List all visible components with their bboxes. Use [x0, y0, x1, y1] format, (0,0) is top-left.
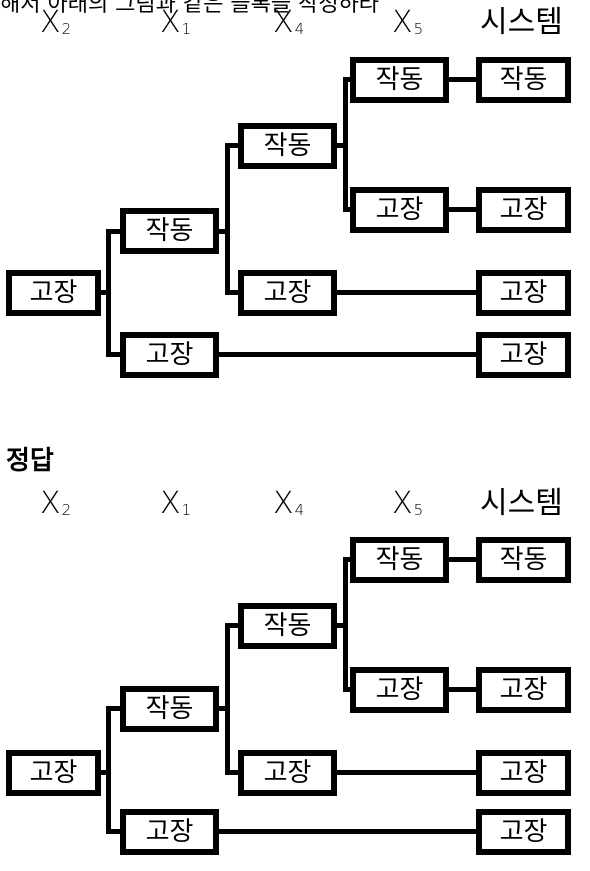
connector: [106, 706, 124, 711]
connector: [214, 829, 481, 834]
connector: [225, 623, 230, 775]
connector: [225, 143, 243, 148]
connector: [214, 229, 227, 234]
connector: [106, 706, 111, 834]
system-state-box: 고장: [476, 667, 571, 713]
connector: [214, 706, 227, 711]
x5-state-box: 고장: [350, 187, 449, 233]
col-header-x2: X2: [40, 5, 72, 40]
question-text-cutoff: 해서 아래의 그림과 같은 블록을 작성하라: [0, 0, 380, 17]
system-state-box: 고장: [476, 270, 571, 316]
connector: [332, 143, 345, 148]
col-header-x1: X1: [160, 5, 192, 40]
col-header-x5: X5: [392, 486, 424, 521]
system-state-box: 고장: [476, 809, 571, 855]
connector: [333, 290, 481, 295]
connector: [445, 207, 481, 212]
x5-state-box: 작동: [350, 57, 449, 103]
answer-label: 정답: [6, 446, 54, 476]
connector: [445, 557, 481, 562]
system-state-box: 고장: [476, 187, 571, 233]
x5-state-box: 작동: [350, 537, 449, 583]
x1-state-box: 고장: [120, 809, 219, 855]
connector: [343, 77, 348, 212]
x4-state-box: 고장: [238, 750, 337, 796]
connector: [106, 229, 111, 357]
col-header-x1: X1: [160, 486, 192, 521]
connector: [95, 290, 108, 295]
col-header-x4: X4: [273, 5, 305, 40]
x4-state-box: 작동: [238, 123, 337, 169]
col-header-system: 시스템: [480, 486, 563, 521]
connector: [214, 352, 481, 357]
system-state-box: 고장: [476, 332, 571, 378]
connector: [225, 290, 243, 295]
x1-state-box: 작동: [120, 208, 219, 254]
x1-state-box: 고장: [120, 332, 219, 378]
col-header-system: 시스템: [480, 5, 563, 40]
x4-state-box: 고장: [238, 270, 337, 316]
connector: [95, 770, 108, 775]
connector: [225, 623, 243, 628]
x1-state-box: 작동: [120, 686, 219, 732]
connector: [225, 143, 230, 295]
connector: [445, 687, 481, 692]
connector: [106, 352, 124, 357]
connector: [225, 770, 243, 775]
col-header-x4: X4: [273, 486, 305, 521]
x4-state-box: 작동: [238, 603, 337, 649]
connector: [106, 229, 124, 234]
x5-state-box: 고장: [350, 667, 449, 713]
connector: [332, 623, 345, 628]
system-state-box: 작동: [476, 537, 571, 583]
col-header-x2: X2: [40, 486, 72, 521]
connector: [445, 77, 481, 82]
x2-state-box: 고장: [6, 270, 101, 316]
system-state-box: 작동: [476, 57, 571, 103]
connector: [106, 829, 124, 834]
col-header-x5: X5: [392, 5, 424, 40]
system-state-box: 고장: [476, 750, 571, 796]
connector: [343, 557, 348, 692]
connector: [333, 770, 481, 775]
x2-state-box: 고장: [6, 750, 101, 796]
